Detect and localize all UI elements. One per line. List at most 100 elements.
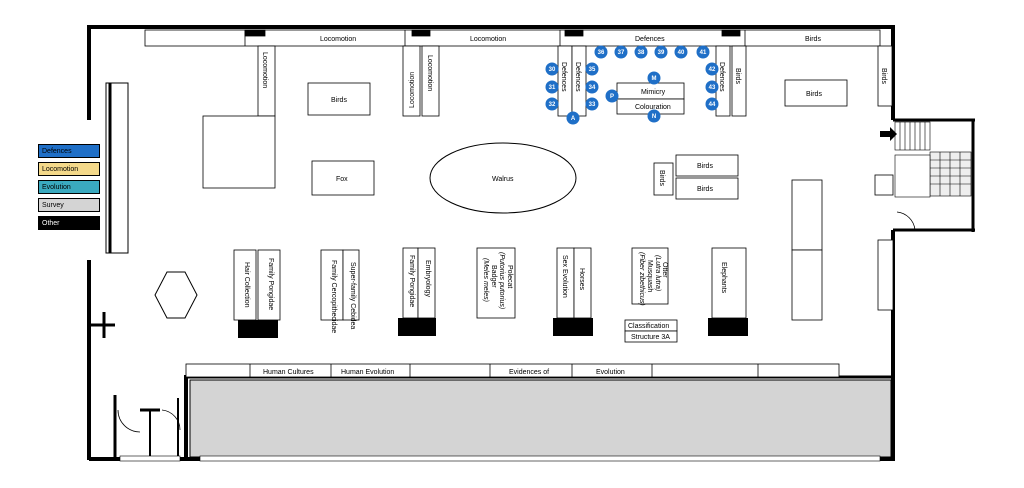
bottom-human-cultures: Human Cultures	[263, 369, 314, 376]
label-birds-side: Birds	[658, 170, 665, 186]
case-large-left	[202, 115, 276, 189]
case-right-tall-3	[791, 249, 823, 321]
svg-text:43: 43	[709, 85, 716, 91]
svg-text:39: 39	[658, 50, 665, 56]
svg-text:36: 36	[598, 50, 605, 56]
marker-34[interactable]: 34	[585, 80, 599, 94]
label-polecat-latin: (Putorius putorius)	[498, 252, 505, 309]
svg-text:44: 44	[709, 102, 716, 108]
label-hair-collection: Hair Collection	[243, 262, 250, 308]
label-structure: Structure 3A	[631, 334, 670, 341]
label-horses: Horses	[578, 268, 585, 291]
case-birds-top	[307, 82, 371, 116]
label-sex-evolution: Sex Evolution	[561, 255, 568, 298]
marker-P[interactable]: P	[605, 89, 619, 103]
svg-text:31: 31	[549, 85, 556, 91]
case-super-family	[342, 249, 360, 321]
markers[interactable]: 36 37 38 39 40 41 30 31 32 35 34 33 42 4…	[545, 45, 719, 125]
case-birds-v-mid	[731, 45, 747, 117]
case-locomotion-v3	[421, 45, 440, 117]
marker-M[interactable]: M	[647, 71, 661, 85]
marker-35[interactable]: 35	[585, 62, 599, 76]
marker-39[interactable]: 39	[654, 45, 668, 59]
svg-text:35: 35	[589, 67, 596, 73]
case-defences-v3	[715, 45, 731, 117]
svg-text:N: N	[652, 114, 656, 120]
plinth-2	[398, 318, 436, 336]
svg-text:33: 33	[589, 102, 596, 108]
svg-text:38: 38	[638, 50, 645, 56]
case-birds-stack-2	[675, 177, 739, 200]
label-colouration: Colouration	[635, 104, 671, 111]
label-birds-top: Birds	[331, 97, 347, 104]
svg-text:30: 30	[549, 67, 556, 73]
label-polecat: Polecat	[506, 265, 513, 288]
legend-locomotion: Locomotion	[38, 162, 100, 176]
label-fox: Fox	[336, 176, 348, 183]
label-locomotion-v1: Locomotion	[261, 52, 268, 88]
marker-37[interactable]: 37	[614, 45, 628, 59]
bottom-bar	[185, 363, 840, 378]
label-otter-latin: (Lutra lutra)	[654, 255, 661, 291]
case-locomotion-v2	[402, 45, 421, 117]
marker-41[interactable]: 41	[696, 45, 710, 59]
marker-36[interactable]: 36	[594, 45, 608, 59]
top-locomotion-1: Locomotion	[320, 36, 356, 43]
survey-area	[189, 379, 892, 458]
marker-32[interactable]: 32	[545, 97, 559, 111]
label-locomotion-v3: Locomotion	[426, 55, 433, 91]
label-defences-v1: Defences	[560, 62, 567, 92]
case-small-box	[874, 174, 894, 196]
svg-text:40: 40	[678, 50, 685, 56]
marker-40[interactable]: 40	[674, 45, 688, 59]
marker-44[interactable]: 44	[705, 97, 719, 111]
svg-text:P: P	[610, 94, 614, 100]
legend: Defences Locomotion Evolution Survey Oth…	[38, 144, 100, 234]
label-defences-v3: Defences	[718, 62, 725, 92]
svg-text:41: 41	[700, 50, 707, 56]
case-birds-side	[653, 162, 674, 196]
label-defences-v2: Defences	[574, 62, 581, 92]
case-birds-right	[784, 79, 848, 107]
case-right-tall-1	[791, 179, 823, 251]
case-polecat	[476, 247, 516, 319]
marker-43[interactable]: 43	[705, 80, 719, 94]
case-elephants	[711, 247, 747, 319]
case-birds-stack-1	[675, 154, 739, 177]
plinth-4	[708, 318, 748, 336]
marker-N[interactable]: N	[647, 109, 661, 123]
label-birds-far-right: Birds	[880, 68, 887, 84]
label-elephants: Elephants	[720, 262, 727, 294]
legend-survey: Survey	[38, 198, 100, 212]
label-classification: Classification	[628, 323, 669, 330]
bottom-windows	[119, 455, 881, 462]
svg-text:A: A	[571, 116, 576, 122]
case-fox	[311, 160, 375, 196]
marker-38[interactable]: 38	[634, 45, 648, 59]
marker-31[interactable]: 31	[545, 80, 559, 94]
bottom-evidences-of: Evidences of	[509, 369, 549, 376]
marker-33[interactable]: 33	[585, 97, 599, 111]
svg-text:37: 37	[618, 50, 625, 56]
label-embryology: Embryology	[424, 260, 431, 297]
case-birds-far-right	[877, 45, 893, 107]
label-musquash: Musquash	[646, 260, 653, 292]
marker-A[interactable]: A	[566, 111, 580, 125]
bottom-human-evolution: Human Evolution	[341, 369, 394, 376]
marker-42[interactable]: 42	[705, 62, 719, 76]
svg-text:42: 42	[709, 67, 716, 73]
label-mimicry: Mimicry	[641, 89, 666, 96]
marker-30[interactable]: 30	[545, 62, 559, 76]
top-birds: Birds	[805, 36, 821, 43]
hexagon-case	[154, 271, 198, 319]
plinth-3	[553, 318, 593, 336]
label-musquash-latin: (Fiber zibethicus)	[638, 252, 645, 306]
case-right-tall-2	[877, 239, 894, 311]
bottom-evolution: Evolution	[596, 369, 625, 376]
walrus-display	[429, 142, 577, 214]
top-bar	[144, 29, 881, 47]
svg-text:32: 32	[549, 102, 556, 108]
legend-other: Other	[38, 216, 100, 230]
label-badger: Badger	[490, 265, 497, 288]
label-birds-v-mid: Birds	[734, 68, 741, 84]
